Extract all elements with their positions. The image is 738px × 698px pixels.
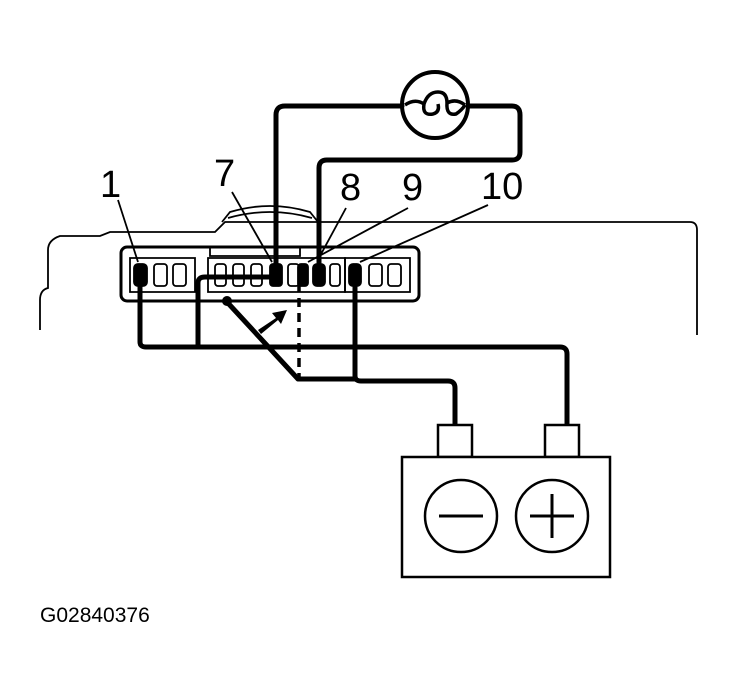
leader-line-pin-10 xyxy=(359,204,489,263)
housing-tab xyxy=(221,205,319,223)
cavity-pin-11 xyxy=(368,263,383,287)
pin-label-9: 9 xyxy=(402,167,423,209)
wire-pin7-to-lamp xyxy=(273,103,405,273)
pin-label-7: 7 xyxy=(214,153,235,195)
wire-probe-lead xyxy=(224,299,358,382)
lamp-filament xyxy=(403,90,467,117)
battery-positive-post xyxy=(543,423,581,459)
figure-id: G02840376 xyxy=(40,604,150,627)
leader-line-pin-9 xyxy=(307,207,409,263)
test-lamp-icon xyxy=(400,70,470,140)
probe-tip xyxy=(222,296,232,306)
pin-label-10: 10 xyxy=(481,166,523,208)
pin-label-8: 8 xyxy=(340,167,361,209)
connector-body xyxy=(119,245,421,303)
cavity-pin-3 xyxy=(172,263,187,287)
pin-label-1: 1 xyxy=(100,164,121,206)
wire-inner-jumper xyxy=(195,274,279,350)
leader-line-pin-7 xyxy=(231,191,273,263)
cavity-pin-9 xyxy=(297,263,309,287)
insert-arrow-icon xyxy=(258,310,287,334)
cavity-pin-extra xyxy=(329,263,341,287)
cavity-pin-12 xyxy=(387,263,402,287)
component-housing-outline xyxy=(39,221,698,335)
leader-line-pin-8 xyxy=(319,207,347,257)
battery-negative-post xyxy=(436,423,474,459)
cavity-pin-2 xyxy=(153,263,168,287)
connector-latch xyxy=(209,248,301,257)
leader-line-pin-1 xyxy=(117,199,139,263)
wire-lamp-to-pin8 xyxy=(316,103,523,273)
wire-pin10-to-battery-negative xyxy=(352,273,458,428)
housing-tab-lip xyxy=(227,211,313,219)
connector-inner-right xyxy=(344,257,411,293)
connector-inner-left xyxy=(129,257,196,293)
